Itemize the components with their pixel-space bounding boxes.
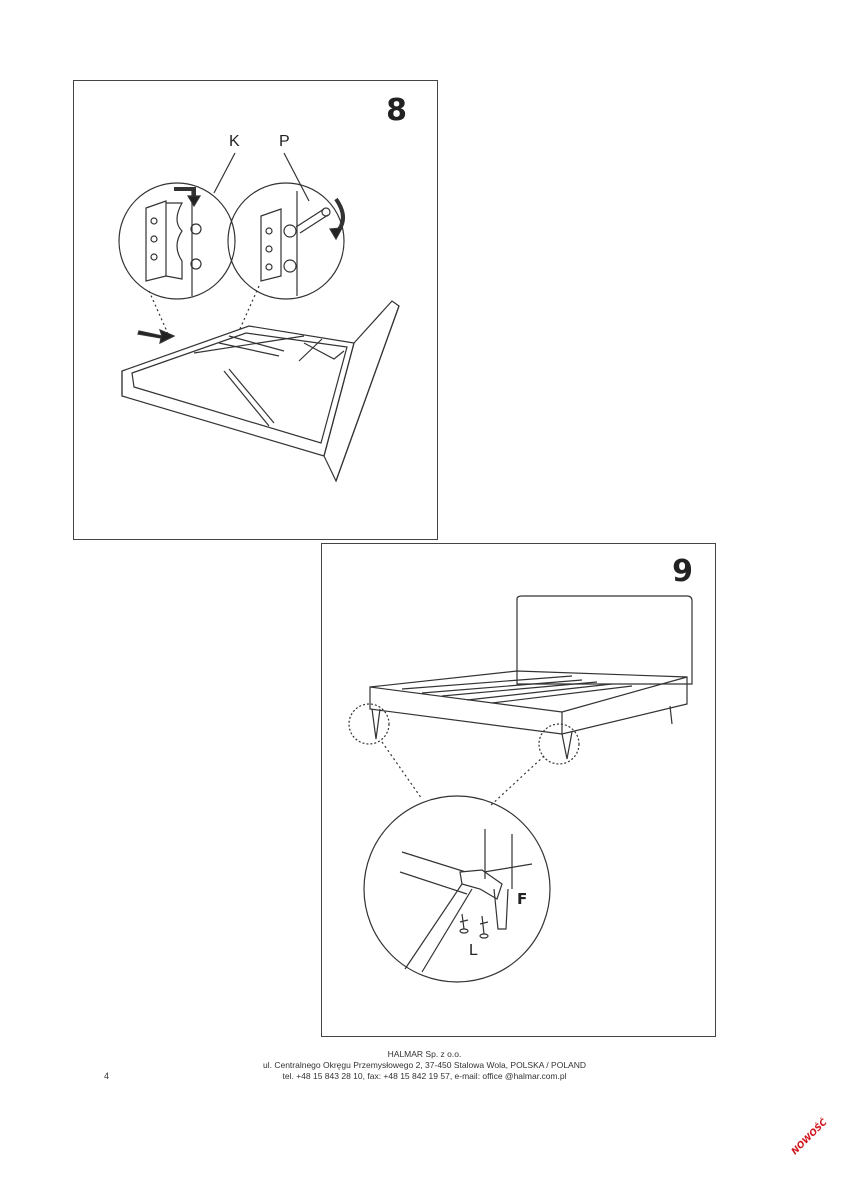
label-f: F xyxy=(517,890,528,908)
step-8-number: 8 xyxy=(386,93,407,128)
step-8-panel: 8 K P xyxy=(73,80,438,540)
footer-address: ul. Centralnego Okręgu Przemysłowego 2, … xyxy=(262,1060,586,1070)
detail-circle-p xyxy=(227,182,345,300)
detail-circle-leg xyxy=(363,795,551,983)
new-badge: NOWOŚĆ xyxy=(790,1117,830,1158)
footer-company-name: HALMAR Sp. z o.o. xyxy=(387,1049,462,1059)
company-footer: HALMAR Sp. z o.o. ul. Centralnego Okręgu… xyxy=(0,1049,849,1082)
step-8-illustration xyxy=(118,152,400,483)
detail-circle-k xyxy=(118,182,236,300)
assembled-bed-drawing xyxy=(348,595,693,765)
step-9-panel: 9 F L xyxy=(321,543,716,1037)
bed-frame-drawing xyxy=(121,300,400,483)
step-9-illustration xyxy=(348,595,693,983)
label-l: L xyxy=(469,942,478,959)
page-number: 4 xyxy=(104,1071,110,1081)
footer-contact: tel. +48 15 843 28 10, fax: +48 15 842 1… xyxy=(282,1071,567,1081)
label-k: K xyxy=(229,133,240,150)
label-p: P xyxy=(279,133,290,150)
step-9-number: 9 xyxy=(672,554,693,589)
